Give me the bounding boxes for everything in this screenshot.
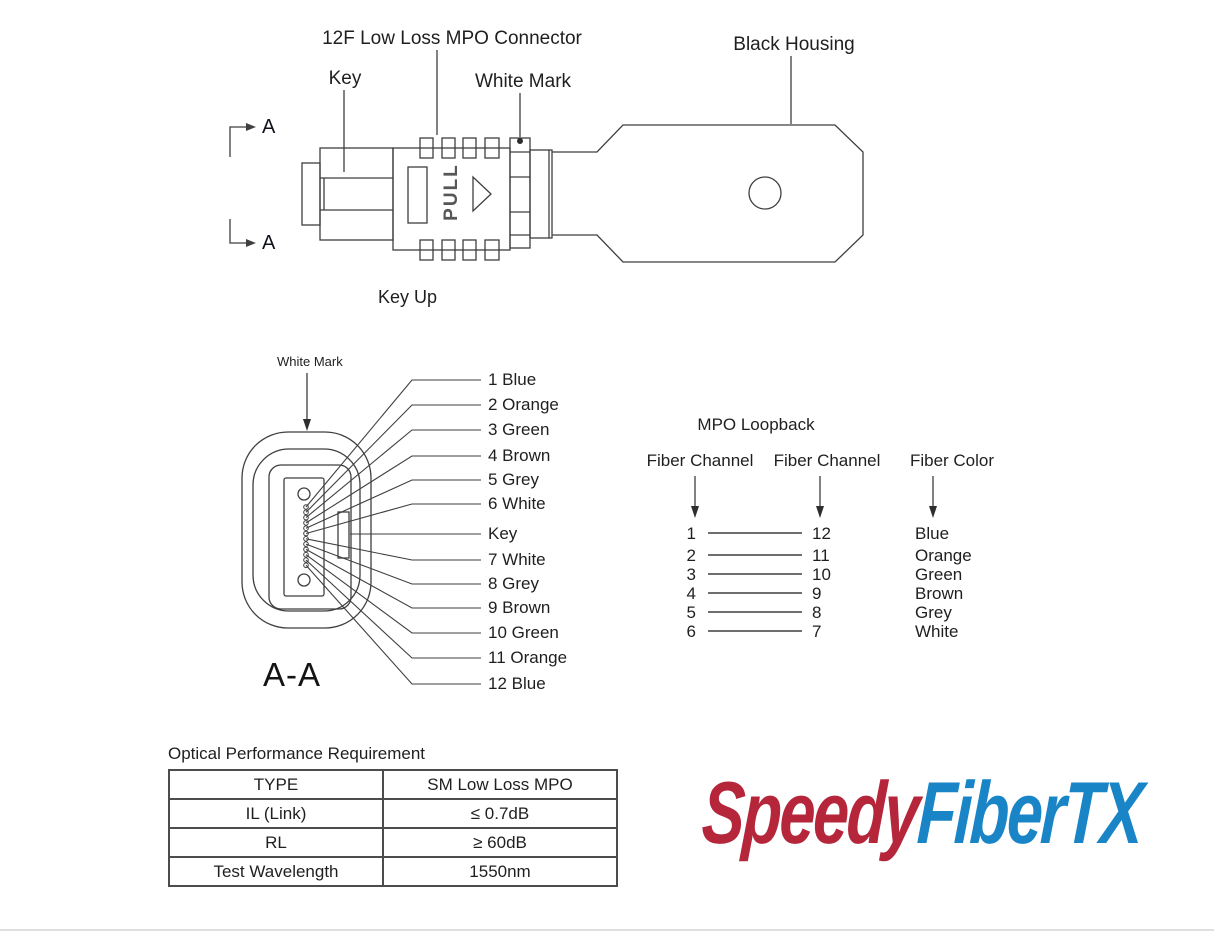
key-up-caption: Key Up	[378, 287, 438, 307]
loopback-row-from: 6	[686, 622, 696, 641]
section-letter-top: A	[262, 116, 276, 138]
housing-hole	[748, 176, 782, 210]
table-cell-label: TYPE	[168, 769, 384, 800]
fiber-label-6: 6 White	[488, 494, 546, 513]
key-label: Key	[328, 68, 362, 89]
loopback-row-to: 10	[812, 565, 831, 584]
table-row: Test Wavelength 1550nm	[168, 856, 618, 887]
key-notch	[337, 511, 350, 559]
latch-outline	[509, 137, 553, 249]
fiber-label-5: 5 Grey	[488, 470, 540, 489]
fiber-dots	[303, 504, 309, 569]
table-row: TYPE SM Low Loss MPO	[168, 769, 618, 800]
table-row: IL (Link) ≤ 0.7dB	[168, 798, 618, 829]
loopback-row-color: Green	[915, 565, 963, 584]
boot-outline	[392, 137, 511, 261]
loopback-col3-header: Fiber Color	[909, 451, 995, 470]
aa-section-outline	[241, 431, 372, 629]
performance-table-title: Optical Performance Requirement	[168, 744, 426, 763]
loopback-row-color: Orange	[915, 546, 972, 565]
table-cell-label: RL	[168, 827, 384, 858]
loopback-row-color: Grey	[915, 603, 952, 622]
loopback-row-to: 11	[812, 546, 830, 565]
loopback-row-color: Brown	[915, 584, 964, 603]
table-row: RL ≥ 60dB	[168, 827, 618, 858]
loopback-row-from: 1	[686, 524, 696, 543]
fiber-label-key: Key	[488, 524, 518, 543]
loopback-row-from: 5	[686, 603, 696, 622]
fiber-label-11: 11 Orange	[488, 648, 568, 667]
pull-arrow	[472, 175, 492, 213]
connector-label: 12F Low Loss MPO Connector	[322, 28, 582, 49]
section-marker-top	[229, 123, 256, 157]
loopback-connection-lines	[708, 532, 802, 632]
fiber-label-4: 4 Brown	[488, 446, 551, 465]
section-marker-bottom	[229, 219, 256, 247]
fiber-label-3: 3 Green	[488, 420, 550, 439]
performance-table: TYPE SM Low Loss MPO IL (Link) ≤ 0.7dB R…	[168, 769, 618, 887]
guide-pin-top	[297, 487, 311, 501]
loopback-row-to: 9	[812, 584, 822, 603]
ferrule-outline	[301, 147, 394, 241]
loopback-row-to: 12	[812, 524, 831, 543]
white-mark-dot	[517, 138, 523, 144]
white-mark-label: White Mark	[474, 71, 572, 92]
fiber-label-10: 10 Green	[488, 623, 559, 642]
table-cell-label: Test Wavelength	[168, 856, 384, 887]
loopback-row-color: White	[915, 622, 959, 641]
aa-white-mark-arrow	[303, 373, 311, 431]
bottom-divider	[0, 929, 1214, 931]
loopback-row-from: 2	[686, 546, 696, 565]
fiber-label-8: 8 Grey	[488, 574, 540, 593]
logo-part-speedy: Speedy	[699, 763, 921, 862]
loopback-title: MPO Loopback	[697, 415, 815, 434]
fiber-label-2: 2 Orange	[488, 395, 559, 414]
pull-text: PULL	[441, 163, 462, 221]
table-cell-value: ≤ 0.7dB	[382, 798, 618, 829]
loopback-row-from: 3	[686, 565, 696, 584]
fiber-leader-lines	[305, 379, 481, 685]
fiber-label-12: 12 Blue	[488, 674, 546, 693]
loopback-row-from: 4	[686, 584, 696, 603]
loopback-col1-header: Fiber Channel	[646, 451, 754, 470]
black-housing-label: Black Housing	[733, 34, 855, 55]
logo-part-fibertx: FiberTX	[915, 763, 1144, 862]
table-cell-label: IL (Link)	[168, 798, 384, 829]
aa-white-mark-label: White Mark	[277, 354, 343, 369]
loopback-arrows	[691, 476, 937, 518]
speedyfibertx-logo: SpeedyFiberTX	[700, 763, 1144, 862]
guide-pin-bottom	[297, 573, 311, 587]
table-cell-value: ≥ 60dB	[382, 827, 618, 858]
fiber-label-1: 1 Blue	[488, 370, 537, 389]
table-cell-value: 1550nm	[382, 856, 618, 887]
loopback-row-to: 8	[812, 603, 822, 622]
table-cell-value: SM Low Loss MPO	[382, 769, 618, 800]
housing-outline	[552, 124, 864, 263]
aa-section-title: A-A	[263, 656, 322, 693]
fiber-label-9: 9 Brown	[488, 598, 551, 617]
section-letter-bottom: A	[262, 232, 276, 254]
loopback-col2-header: Fiber Channel	[773, 451, 881, 470]
fiber-label-7: 7 White	[488, 550, 546, 569]
loopback-row-color: Blue	[915, 524, 950, 543]
loopback-row-to: 7	[812, 622, 822, 641]
